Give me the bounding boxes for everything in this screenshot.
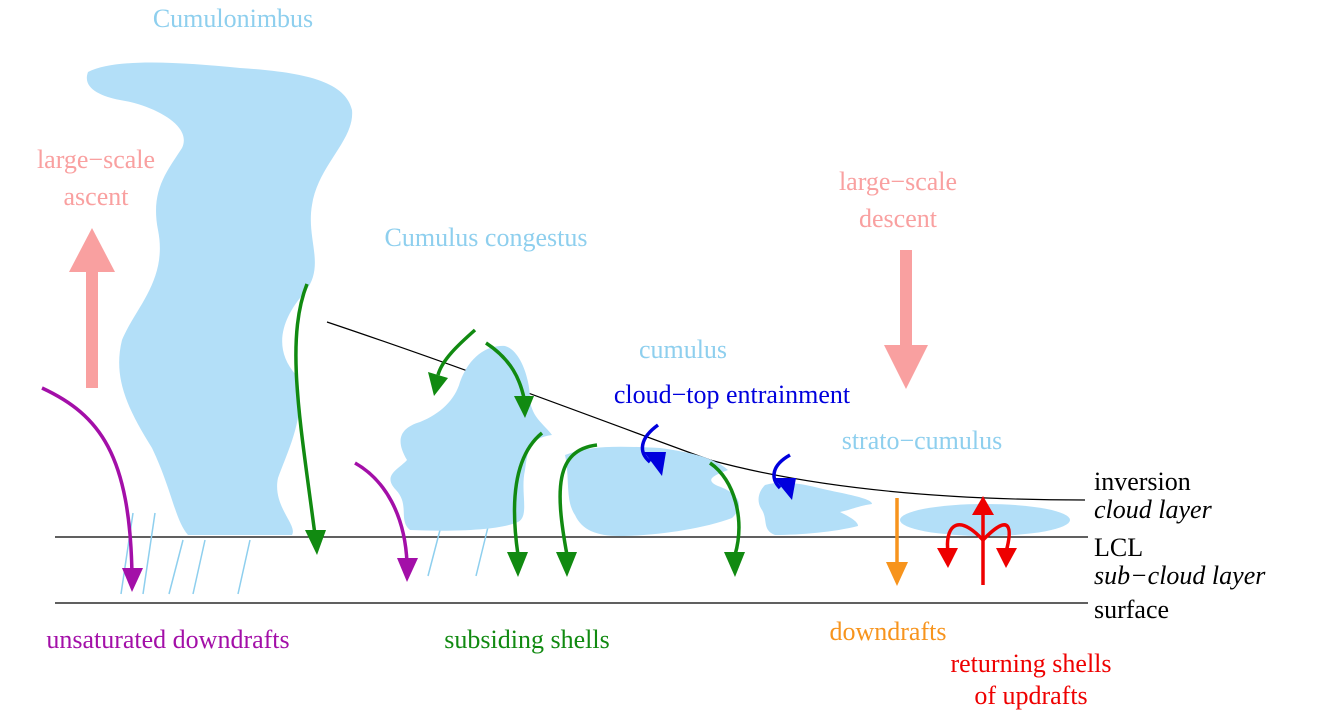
- rain-streaks: [120, 512, 489, 595]
- strato-cumulus-cloud: [758, 482, 872, 535]
- sub-cloud-layer-label: sub−cloud layer: [1094, 561, 1266, 590]
- large-scale-ascent-arrow: [69, 228, 115, 388]
- surface-label: surface: [1094, 595, 1169, 624]
- strato-cumulus-label: strato−cumulus: [842, 426, 1003, 455]
- cloud-layer-label: cloud layer: [1094, 495, 1213, 524]
- returning-shells-label-1: returning shells: [950, 649, 1111, 678]
- entrainment-label: cloud−top entrainment: [614, 380, 851, 409]
- large-scale-ascent-label-2: ascent: [64, 182, 130, 211]
- cumulus-label: cumulus: [639, 335, 727, 364]
- cumulus-cloud: [565, 446, 740, 536]
- subsiding-shells-label: subsiding shells: [444, 625, 609, 654]
- shallow-cumulus-cloud: [900, 504, 1070, 536]
- large-scale-ascent-label-1: large−scale: [37, 145, 155, 174]
- subsiding-shell-arrowheads: [305, 372, 745, 577]
- returning-shells-label-2: of updrafts: [974, 681, 1087, 710]
- unsaturated-downdraft-arrows: [41, 386, 418, 592]
- cumulonimbus-label: Cumulonimbus: [153, 4, 313, 33]
- downdrafts-label: downdrafts: [830, 617, 947, 646]
- large-scale-descent-arrow: [884, 250, 928, 389]
- cumulonimbus-cloud: [86, 62, 353, 535]
- cumulus-congestus-label: Cumulus congestus: [385, 223, 588, 252]
- unsaturated-downdrafts-label: unsaturated downdrafts: [46, 625, 289, 654]
- entrainment-arrows: [640, 423, 796, 500]
- large-scale-descent-label-1: large−scale: [839, 167, 957, 196]
- large-scale-descent-label-2: descent: [859, 204, 938, 233]
- downdraft-arrow: [886, 498, 908, 586]
- returning-shell-arrows: [937, 496, 1017, 585]
- lcl-label: LCL: [1094, 533, 1143, 562]
- subsiding-shell-arrows: [294, 283, 741, 556]
- cumulus-congestus-cloud: [390, 345, 552, 531]
- inversion-label: inversion: [1094, 467, 1191, 496]
